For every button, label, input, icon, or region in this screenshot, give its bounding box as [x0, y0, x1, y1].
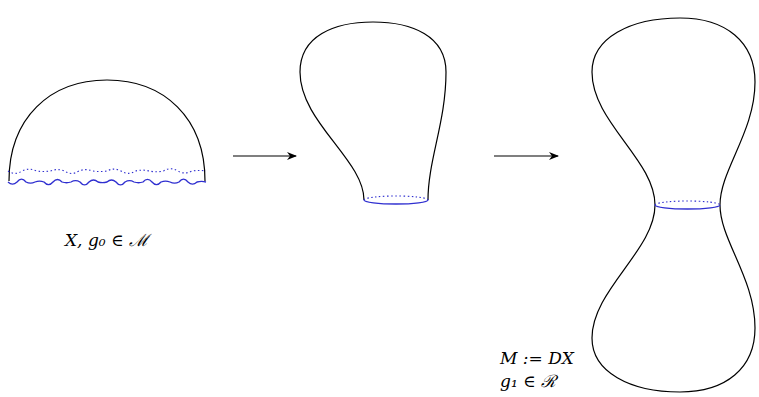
dome-outline: [9, 80, 205, 181]
neck-back: [655, 201, 720, 205]
lower-half: [592, 205, 755, 392]
math-label: M := DX: [500, 348, 574, 368]
bulb-outline: [300, 22, 446, 200]
upper-half: [592, 18, 755, 205]
arrow: [233, 155, 296, 156]
boundary-front: [8, 179, 206, 185]
neck-front: [655, 205, 720, 209]
neck-back: [364, 196, 428, 200]
math-label: g₁ ∈ ℛ: [500, 371, 556, 391]
boundary-back: [8, 169, 206, 174]
neck-front: [364, 200, 428, 204]
arrow: [494, 155, 558, 156]
math-label: X, g₀ ∈ ℳ: [65, 230, 149, 250]
